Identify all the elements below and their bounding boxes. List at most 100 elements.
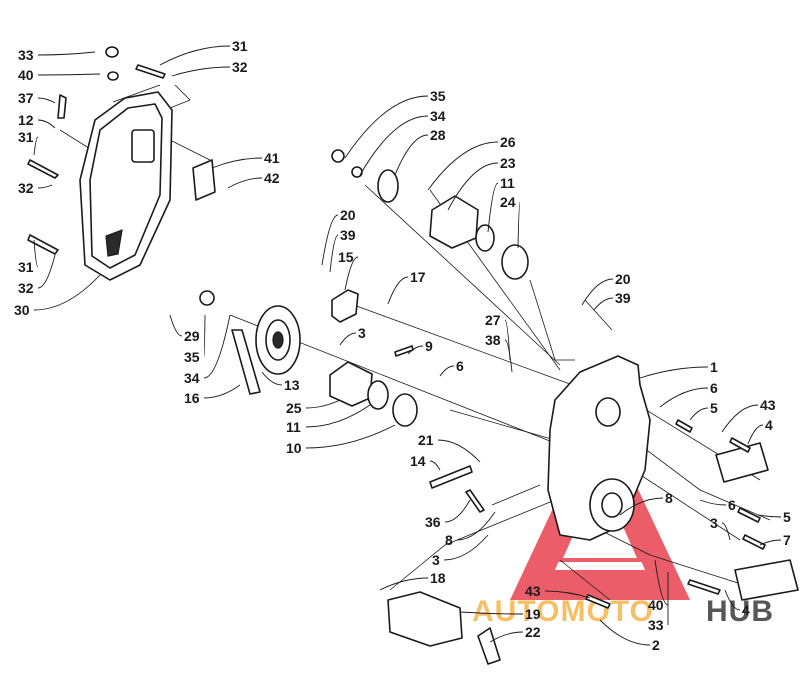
callout-number: 39 bbox=[615, 290, 631, 306]
callout-c-31b: 31 bbox=[159, 38, 248, 66]
leader-line bbox=[169, 314, 183, 337]
leader-line bbox=[429, 460, 441, 471]
upper-sprocket bbox=[331, 149, 399, 203]
leader-line bbox=[305, 399, 341, 409]
callout-c-39b: 39 bbox=[593, 290, 631, 311]
callout-c-31c: 31 bbox=[18, 239, 39, 275]
callout-number: 3 bbox=[710, 515, 718, 531]
callout-number: 5 bbox=[710, 400, 718, 416]
leader-line bbox=[721, 404, 759, 433]
callout-c-43b: 43 bbox=[525, 583, 591, 599]
callout-c-15: 15 bbox=[338, 249, 359, 291]
leader-line bbox=[759, 539, 782, 546]
callout-c-13: 13 bbox=[261, 371, 300, 393]
callout-c-5b: 5 bbox=[757, 509, 791, 525]
callout-number: 41 bbox=[264, 150, 280, 166]
callout-number: 34 bbox=[430, 108, 446, 124]
callout-number: 16 bbox=[184, 390, 200, 406]
callout-layer: 3340371231323132303132414229353416132511… bbox=[14, 38, 791, 653]
leader-line bbox=[37, 73, 101, 76]
callout-c-42: 42 bbox=[227, 170, 280, 189]
callout-c-1: 1 bbox=[639, 359, 718, 379]
callout-c-35b: 35 bbox=[344, 88, 446, 159]
leader-line bbox=[444, 499, 471, 523]
callout-number: 1 bbox=[710, 359, 718, 375]
callout-number: 38 bbox=[485, 332, 501, 348]
leader-line bbox=[581, 278, 614, 306]
callout-number: 23 bbox=[500, 155, 516, 171]
callout-c-26: 26 bbox=[427, 134, 516, 191]
callout-number: 31 bbox=[18, 129, 34, 145]
callout-number: 2 bbox=[652, 637, 660, 653]
leader-line bbox=[659, 387, 709, 408]
callout-c-40a: 40 bbox=[18, 67, 101, 83]
watermark-brand-text-2: HUB bbox=[706, 595, 774, 628]
leader-line bbox=[544, 590, 591, 599]
bearing-flange-upper bbox=[429, 195, 529, 280]
leader-line bbox=[33, 239, 39, 268]
callout-c-9: 9 bbox=[407, 338, 433, 355]
leader-line bbox=[33, 274, 101, 311]
callout-number: 5 bbox=[783, 509, 791, 525]
callout-number: 31 bbox=[18, 259, 34, 275]
callout-number: 40 bbox=[18, 67, 34, 83]
callout-c-3c: 3 bbox=[710, 515, 731, 541]
callout-number: 32 bbox=[18, 180, 34, 196]
callout-c-18: 18 bbox=[379, 570, 446, 591]
callout-c-40b: 40 bbox=[648, 559, 669, 613]
callout-c-12: 12 bbox=[18, 112, 56, 129]
callout-c-37: 37 bbox=[18, 90, 56, 106]
leader-line bbox=[619, 497, 664, 516]
callout-number: 42 bbox=[264, 170, 280, 186]
callout-c-39a: 39 bbox=[329, 227, 356, 273]
callout-c-34b: 34 bbox=[359, 108, 446, 176]
watermark-triangle-icon bbox=[510, 408, 690, 600]
leader-line bbox=[747, 424, 764, 445]
cover-bracket-plate bbox=[192, 159, 216, 201]
callout-c-8b: 8 bbox=[619, 490, 673, 516]
leader-line bbox=[437, 439, 481, 463]
callout-c-6b: 6 bbox=[659, 380, 718, 408]
leader-line bbox=[654, 559, 669, 606]
leader-line bbox=[639, 366, 709, 379]
callout-c-6a: 6 bbox=[439, 358, 464, 377]
callout-number: 24 bbox=[500, 194, 516, 210]
leader-line bbox=[329, 234, 339, 273]
callout-number: 7 bbox=[783, 532, 791, 548]
callout-c-6c: 6 bbox=[699, 497, 736, 513]
leader-line bbox=[305, 424, 396, 449]
callout-c-10: 10 bbox=[286, 424, 396, 456]
callout-number: 28 bbox=[430, 127, 446, 143]
leader-line bbox=[721, 522, 731, 541]
callout-number: 19 bbox=[525, 606, 541, 622]
callout-number: 32 bbox=[18, 280, 34, 296]
callout-number: 20 bbox=[615, 271, 631, 287]
callout-number: 34 bbox=[184, 370, 200, 386]
callout-c-24: 24 bbox=[500, 194, 521, 249]
callout-c-4b: 4 bbox=[724, 589, 750, 618]
callout-c-11a: 11 bbox=[286, 404, 371, 435]
callout-number: 4 bbox=[765, 417, 773, 433]
callout-number: 3 bbox=[432, 552, 440, 568]
leader-line bbox=[203, 384, 241, 399]
leader-line bbox=[33, 136, 39, 156]
callout-c-32b: 32 bbox=[171, 59, 248, 77]
leader-line bbox=[305, 404, 371, 428]
callout-number: 21 bbox=[418, 432, 434, 448]
callout-c-11b: 11 bbox=[487, 175, 515, 233]
callout-number: 20 bbox=[340, 207, 356, 223]
callout-c-20a: 20 bbox=[321, 207, 356, 266]
leader-line bbox=[504, 339, 513, 373]
callout-c-4a: 4 bbox=[747, 417, 773, 445]
leader-line bbox=[203, 314, 206, 358]
loose-fasteners bbox=[27, 46, 766, 609]
callout-number: 33 bbox=[648, 617, 664, 633]
watermark-logo: AUTOMOTO HUB bbox=[472, 408, 774, 628]
callout-number: 43 bbox=[760, 397, 776, 413]
callout-c-38: 38 bbox=[485, 332, 513, 373]
callout-number: 18 bbox=[430, 570, 446, 586]
callout-number: 13 bbox=[284, 377, 300, 393]
callout-number: 33 bbox=[18, 47, 34, 63]
leader-line bbox=[407, 345, 424, 355]
callout-c-17: 17 bbox=[387, 269, 426, 305]
